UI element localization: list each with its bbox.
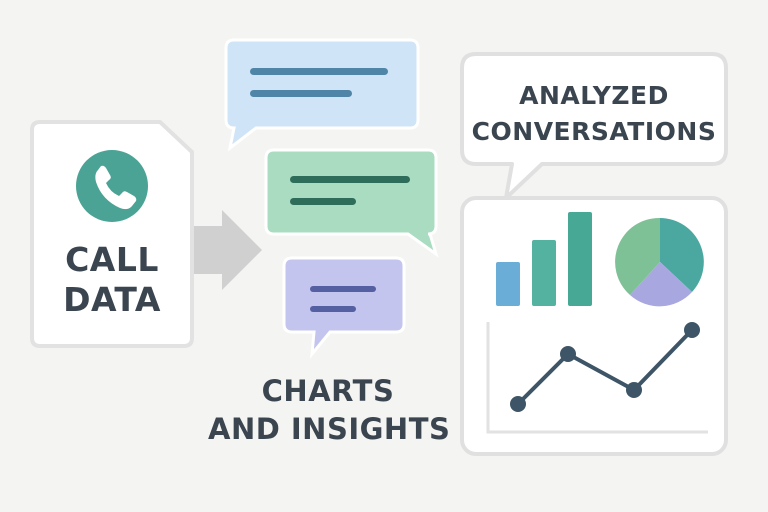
phone-icon xyxy=(76,150,148,222)
call-data-line1: CALL xyxy=(65,240,159,279)
flow-arrow xyxy=(194,210,262,290)
analyzed-line1: ANALYZED xyxy=(519,81,669,110)
analyzed-speech-bubble xyxy=(460,52,728,200)
pie-chart xyxy=(615,217,704,307)
bar-chart xyxy=(496,212,592,306)
chart-bar xyxy=(496,262,520,306)
blue-message-bubble xyxy=(224,38,420,152)
call-data-line2: DATA xyxy=(63,280,161,319)
charts-insights-label: CHARTS AND INSIGHTS xyxy=(208,372,451,448)
line-point xyxy=(560,346,576,362)
charts-insights-line2: AND INSIGHTS xyxy=(208,412,451,446)
analyzed-line2: CONVERSATIONS xyxy=(471,117,717,146)
call-data-label: CALL DATA xyxy=(40,240,184,320)
call-data-document xyxy=(30,120,194,348)
pie-slice xyxy=(660,218,704,292)
analyzed-conversations-label: ANALYZED CONVERSATIONS xyxy=(466,78,722,150)
chart-bar xyxy=(532,240,556,306)
charts-insights-line1: CHARTS xyxy=(261,374,395,408)
green-message-bubble xyxy=(264,148,439,258)
line-point xyxy=(684,322,700,338)
purple-message-bubble xyxy=(282,256,406,359)
pie-slice xyxy=(615,217,660,295)
line-point xyxy=(626,382,642,398)
chart-bar xyxy=(568,212,592,306)
pie-slice xyxy=(630,262,692,307)
line-chart xyxy=(486,322,708,434)
line-point xyxy=(510,396,526,412)
